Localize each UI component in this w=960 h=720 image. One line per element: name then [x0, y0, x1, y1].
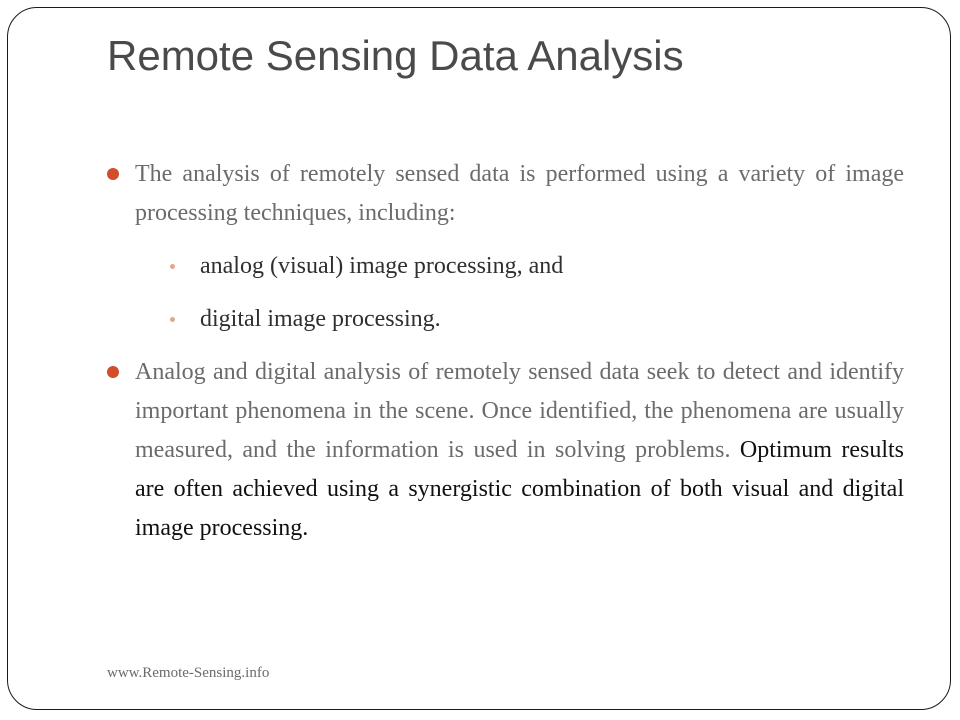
- footer-url: www.Remote-Sensing.info: [107, 665, 270, 681]
- bullet-text: The analysis of remotely sensed data is …: [135, 161, 904, 226]
- sub-bullet-dot-icon: [170, 317, 175, 322]
- bullet-item: The analysis of remotely sensed data is …: [107, 155, 904, 233]
- bullet-text: Analog and digital analysis of remotely …: [135, 359, 904, 463]
- bullet-item: Analog and digital analysis of remotely …: [107, 353, 904, 548]
- sub-bullet-item: digital image processing.: [107, 300, 904, 339]
- sub-bullet-dot-icon: [170, 264, 175, 269]
- slide-body: The analysis of remotely sensed data is …: [107, 155, 904, 548]
- slide-title: Remote Sensing Data Analysis: [107, 32, 684, 79]
- slide-frame: [7, 7, 951, 710]
- sub-bullet-item: analog (visual) image processing, and: [107, 247, 904, 286]
- sub-bullet-text: analog (visual) image processing, and: [200, 253, 564, 279]
- bullet-dot-icon: [107, 366, 119, 378]
- bullet-dot-icon: [107, 168, 119, 180]
- sub-bullet-text: digital image processing.: [200, 306, 441, 332]
- bullet-emphasis-text: Optimum results are often achieved using…: [135, 437, 904, 541]
